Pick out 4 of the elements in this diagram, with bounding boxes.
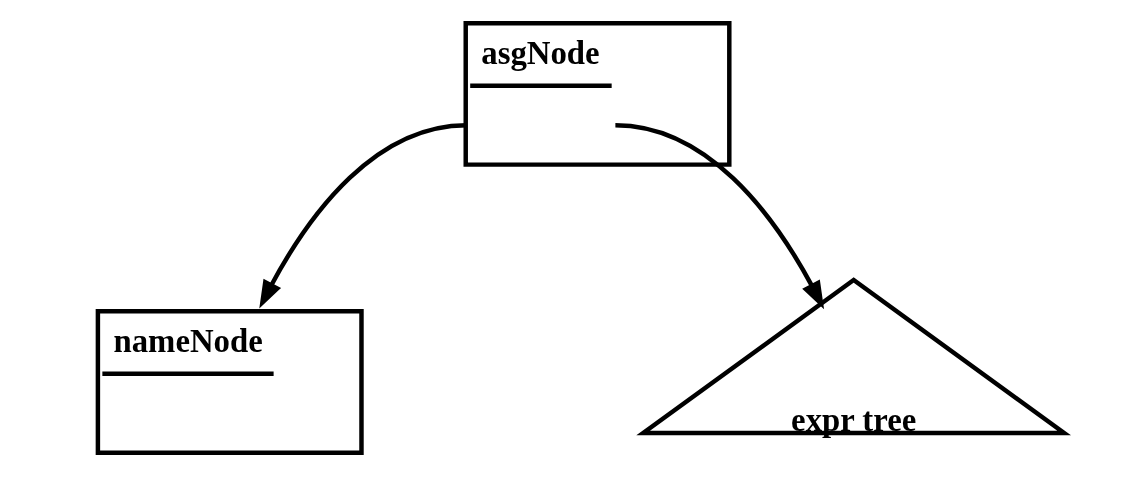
node-box: nameNode: [95, 308, 364, 455]
arrow: [614, 122, 824, 309]
arrow: [258, 122, 467, 309]
node-box: asgNode: [463, 20, 732, 167]
